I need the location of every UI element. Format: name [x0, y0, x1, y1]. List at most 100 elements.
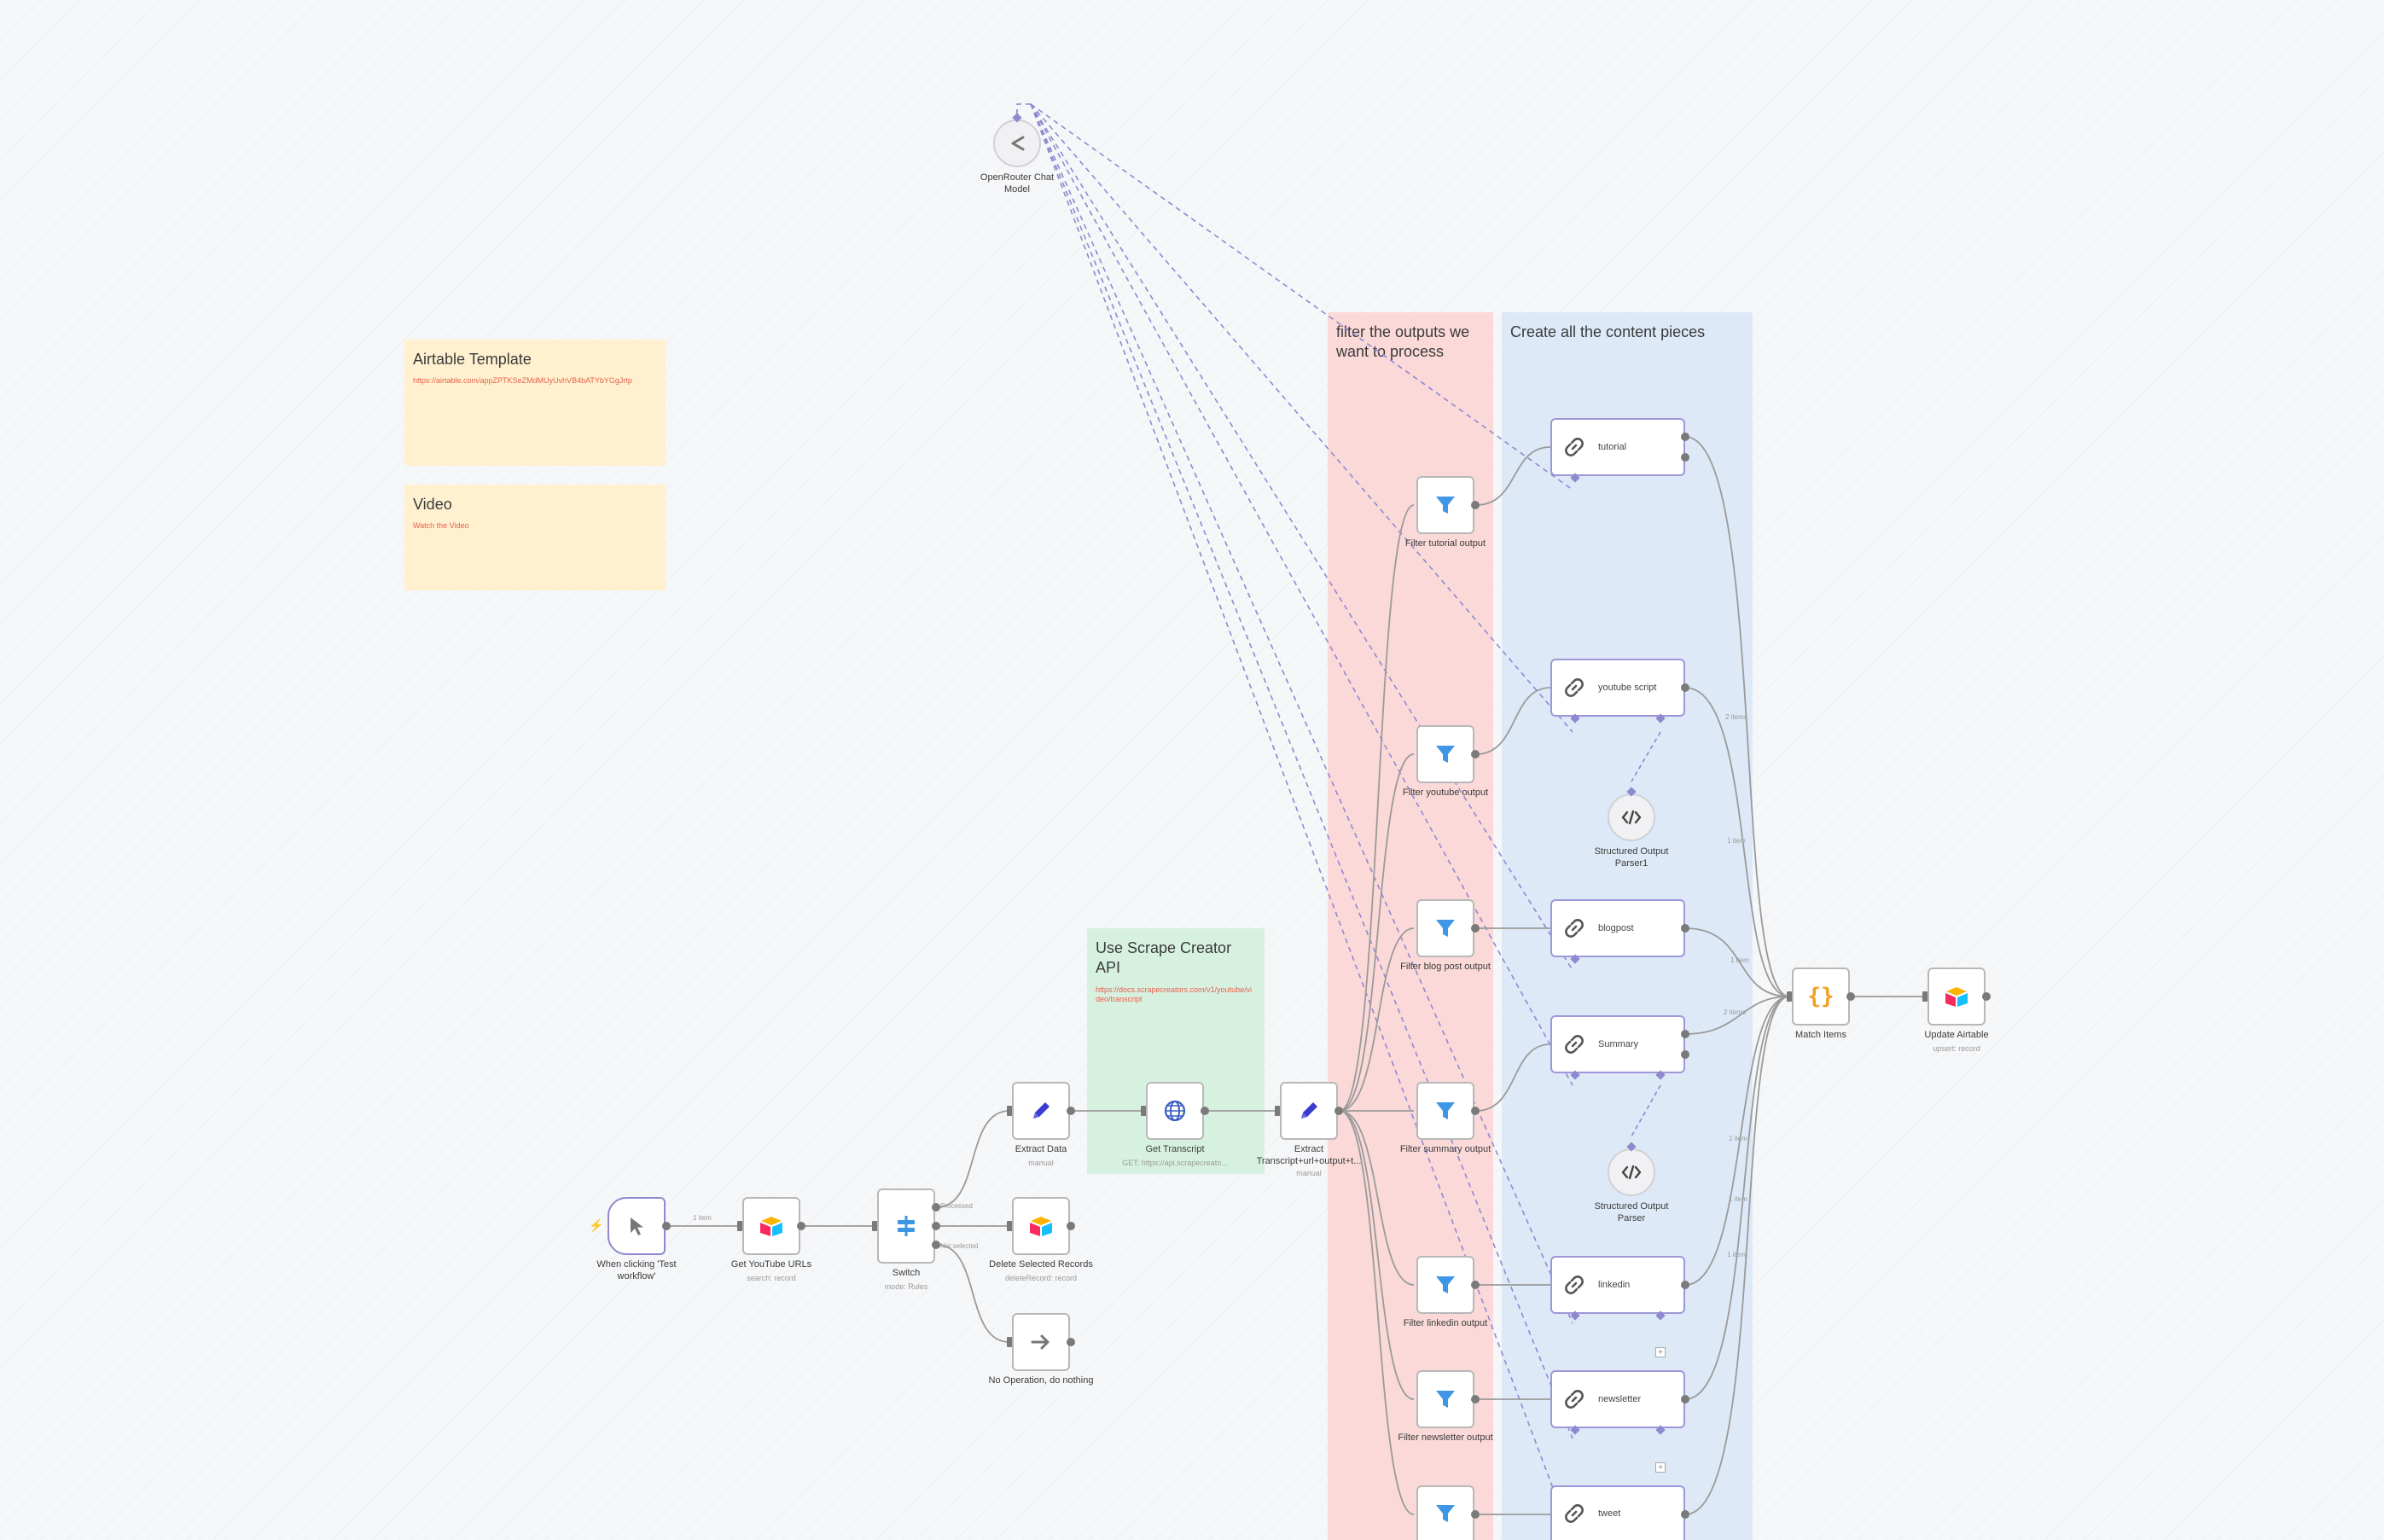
link-icon	[1562, 1273, 1586, 1297]
output-handle[interactable]	[1681, 1281, 1689, 1289]
extract-data-node[interactable]	[1012, 1082, 1070, 1140]
airtable-template-link[interactable]: https://airtable.com/appZPTKSeZMdMUyUvhV…	[413, 376, 632, 386]
tutorial-chain-node[interactable]: tutorial	[1550, 418, 1685, 476]
output-handle[interactable]	[1846, 992, 1855, 1001]
output-handle[interactable]	[662, 1222, 671, 1230]
output-handle[interactable]	[932, 1222, 940, 1230]
output-handle[interactable]	[1471, 1510, 1480, 1519]
get-youtube-urls-node[interactable]	[742, 1197, 800, 1255]
output-handle[interactable]	[1471, 1395, 1480, 1403]
node-label: When clicking 'Test workflow'	[596, 1259, 677, 1281]
structured-output-parser-node[interactable]	[1608, 1148, 1655, 1196]
node-label: Match Items	[1795, 1030, 1846, 1040]
pencil-icon	[1029, 1099, 1053, 1123]
add-parser-button[interactable]: +	[1655, 1347, 1666, 1357]
output-handle[interactable]	[1471, 1107, 1480, 1115]
input-handle[interactable]	[872, 1221, 877, 1231]
output-handle[interactable]	[1681, 453, 1689, 462]
scrape-api-link[interactable]: https://docs.scrapecreators.com/v1/youtu…	[1096, 985, 1253, 1004]
node-label: Filter newsletter output	[1398, 1432, 1493, 1443]
input-handle[interactable]	[1787, 991, 1792, 1002]
edge-label: 2 items	[1725, 713, 1747, 721]
match-items-node[interactable]: {}	[1792, 968, 1850, 1026]
filter-icon	[1433, 1099, 1457, 1123]
output-handle[interactable]	[1471, 501, 1480, 509]
filter-youtube-node[interactable]	[1416, 725, 1474, 783]
delete-records-node[interactable]	[1012, 1197, 1070, 1255]
node-subtitle: deleteRecord: record	[1004, 1274, 1078, 1282]
output-handle[interactable]	[1681, 1395, 1689, 1403]
sticky-video[interactable]: Video Watch the Video	[404, 485, 666, 590]
linkedin-chain-node[interactable]: linkedin	[1550, 1256, 1685, 1314]
add-parser-button[interactable]: +	[1655, 1462, 1666, 1473]
no-operation-node[interactable]	[1012, 1313, 1070, 1371]
output-handle[interactable]	[1334, 1107, 1343, 1115]
filter-tweet-node[interactable]	[1416, 1485, 1474, 1540]
output-handle[interactable]	[1681, 1050, 1689, 1059]
output-handle[interactable]	[1067, 1222, 1075, 1230]
summary-chain-node[interactable]: Summary	[1550, 1015, 1685, 1073]
output-handle[interactable]	[932, 1203, 940, 1212]
watch-video-link[interactable]: Watch the Video	[413, 521, 469, 531]
output-handle[interactable]	[1471, 924, 1480, 933]
switch-icon	[894, 1214, 918, 1238]
output-handle[interactable]	[1681, 924, 1689, 933]
output-handle[interactable]	[1681, 1030, 1689, 1038]
structured-output-parser1-node[interactable]	[1608, 793, 1655, 841]
filter-newsletter-node[interactable]	[1416, 1370, 1474, 1428]
output-handle[interactable]	[1982, 992, 1991, 1001]
newsletter-chain-node[interactable]: newsletter	[1550, 1370, 1685, 1428]
node-label: tutorial	[1598, 442, 1627, 452]
update-airtable-node[interactable]	[1928, 968, 1986, 1026]
sticky-airtable-template[interactable]: Airtable Template https://airtable.com/a…	[404, 340, 666, 466]
edge-label: 1 item	[1729, 1135, 1747, 1142]
openrouter-chat-model-node[interactable]	[993, 119, 1041, 167]
node-label: tweet	[1598, 1508, 1621, 1519]
node-label: Summary	[1598, 1039, 1639, 1049]
filter-blog-node[interactable]	[1416, 899, 1474, 957]
node-label: Structured Output Parser	[1594, 1201, 1669, 1223]
input-handle[interactable]	[1141, 1106, 1146, 1116]
input-handle[interactable]	[1275, 1106, 1280, 1116]
node-label: Get YouTube URLs	[730, 1259, 812, 1270]
edge-label: Processed	[940, 1202, 973, 1210]
switch-node[interactable]	[877, 1188, 935, 1264]
output-handle[interactable]	[1201, 1107, 1209, 1115]
output-handle[interactable]	[1471, 750, 1480, 758]
airtable-icon	[1028, 1215, 1054, 1237]
output-handle[interactable]	[932, 1241, 940, 1249]
node-label: No Operation, do nothing	[988, 1375, 1094, 1386]
input-handle[interactable]	[1922, 991, 1928, 1002]
output-handle[interactable]	[1681, 683, 1689, 692]
output-handle[interactable]	[1067, 1107, 1075, 1115]
node-subtitle: manual	[1028, 1159, 1054, 1167]
filter-tutorial-node[interactable]	[1416, 476, 1474, 534]
link-icon	[1562, 1387, 1586, 1411]
trigger-marker-icon: ⚡	[589, 1218, 604, 1232]
edge-label: 1 item	[693, 1214, 712, 1222]
output-handle[interactable]	[797, 1222, 805, 1230]
extract-transcript-node[interactable]	[1280, 1082, 1338, 1140]
input-handle[interactable]	[1007, 1106, 1012, 1116]
tweet-chain-node[interactable]: tweet	[1550, 1485, 1685, 1540]
filter-summary-node[interactable]	[1416, 1082, 1474, 1140]
filter-icon	[1433, 742, 1457, 766]
filter-linkedin-node[interactable]	[1416, 1256, 1474, 1314]
blogpost-chain-node[interactable]: blogpost	[1550, 899, 1685, 957]
input-handle[interactable]	[1007, 1337, 1012, 1347]
output-handle[interactable]	[1681, 1510, 1689, 1519]
input-handle[interactable]	[1007, 1221, 1012, 1231]
output-handle[interactable]	[1067, 1338, 1075, 1346]
node-subtitle: manual	[1296, 1169, 1322, 1177]
youtube-script-chain-node[interactable]: youtube script	[1550, 659, 1685, 717]
output-handle[interactable]	[1681, 433, 1689, 441]
filter-icon	[1433, 1273, 1457, 1297]
output-handle[interactable]	[1471, 1281, 1480, 1289]
get-transcript-node[interactable]	[1146, 1082, 1204, 1140]
input-handle[interactable]	[737, 1221, 742, 1231]
group-title: filter the outputs we want to process	[1336, 323, 1470, 361]
node-label: Filter tutorial output	[1404, 538, 1486, 549]
globe-icon	[1163, 1099, 1187, 1123]
manual-trigger-node[interactable]	[608, 1197, 666, 1255]
